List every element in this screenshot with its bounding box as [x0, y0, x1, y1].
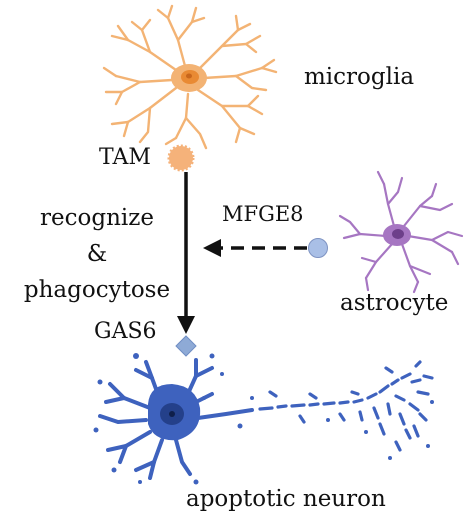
- label-tam: TAM: [99, 145, 151, 170]
- astrocyte-nucleus: [392, 229, 404, 239]
- tam-receptor-icon: [167, 144, 195, 172]
- label-phagocytose: phagocytose: [23, 277, 171, 303]
- label-astrocyte: astrocyte: [340, 290, 449, 316]
- label-apoptotic-neuron: apoptotic neuron: [186, 486, 386, 512]
- mfge8-dashed-arrow: [203, 239, 307, 257]
- mfge8-ball-icon: [308, 238, 328, 258]
- label-microglia: microglia: [304, 64, 415, 90]
- label-ampersand: &: [86, 241, 108, 267]
- microglia-cell-icon: [102, 4, 278, 150]
- label-recognize: recognize: [40, 205, 154, 231]
- label-recognize-phagocytose: recognize & phagocytose: [6, 200, 188, 308]
- label-gas6: GAS6: [94, 319, 157, 344]
- label-mfge8: MFGE8: [222, 202, 304, 226]
- gas6-diamond-icon: [175, 335, 197, 357]
- apoptotic-neuron-icon: [93, 353, 434, 485]
- astrocyte-cell-icon: [338, 170, 464, 294]
- recognize-arrow: [177, 172, 195, 334]
